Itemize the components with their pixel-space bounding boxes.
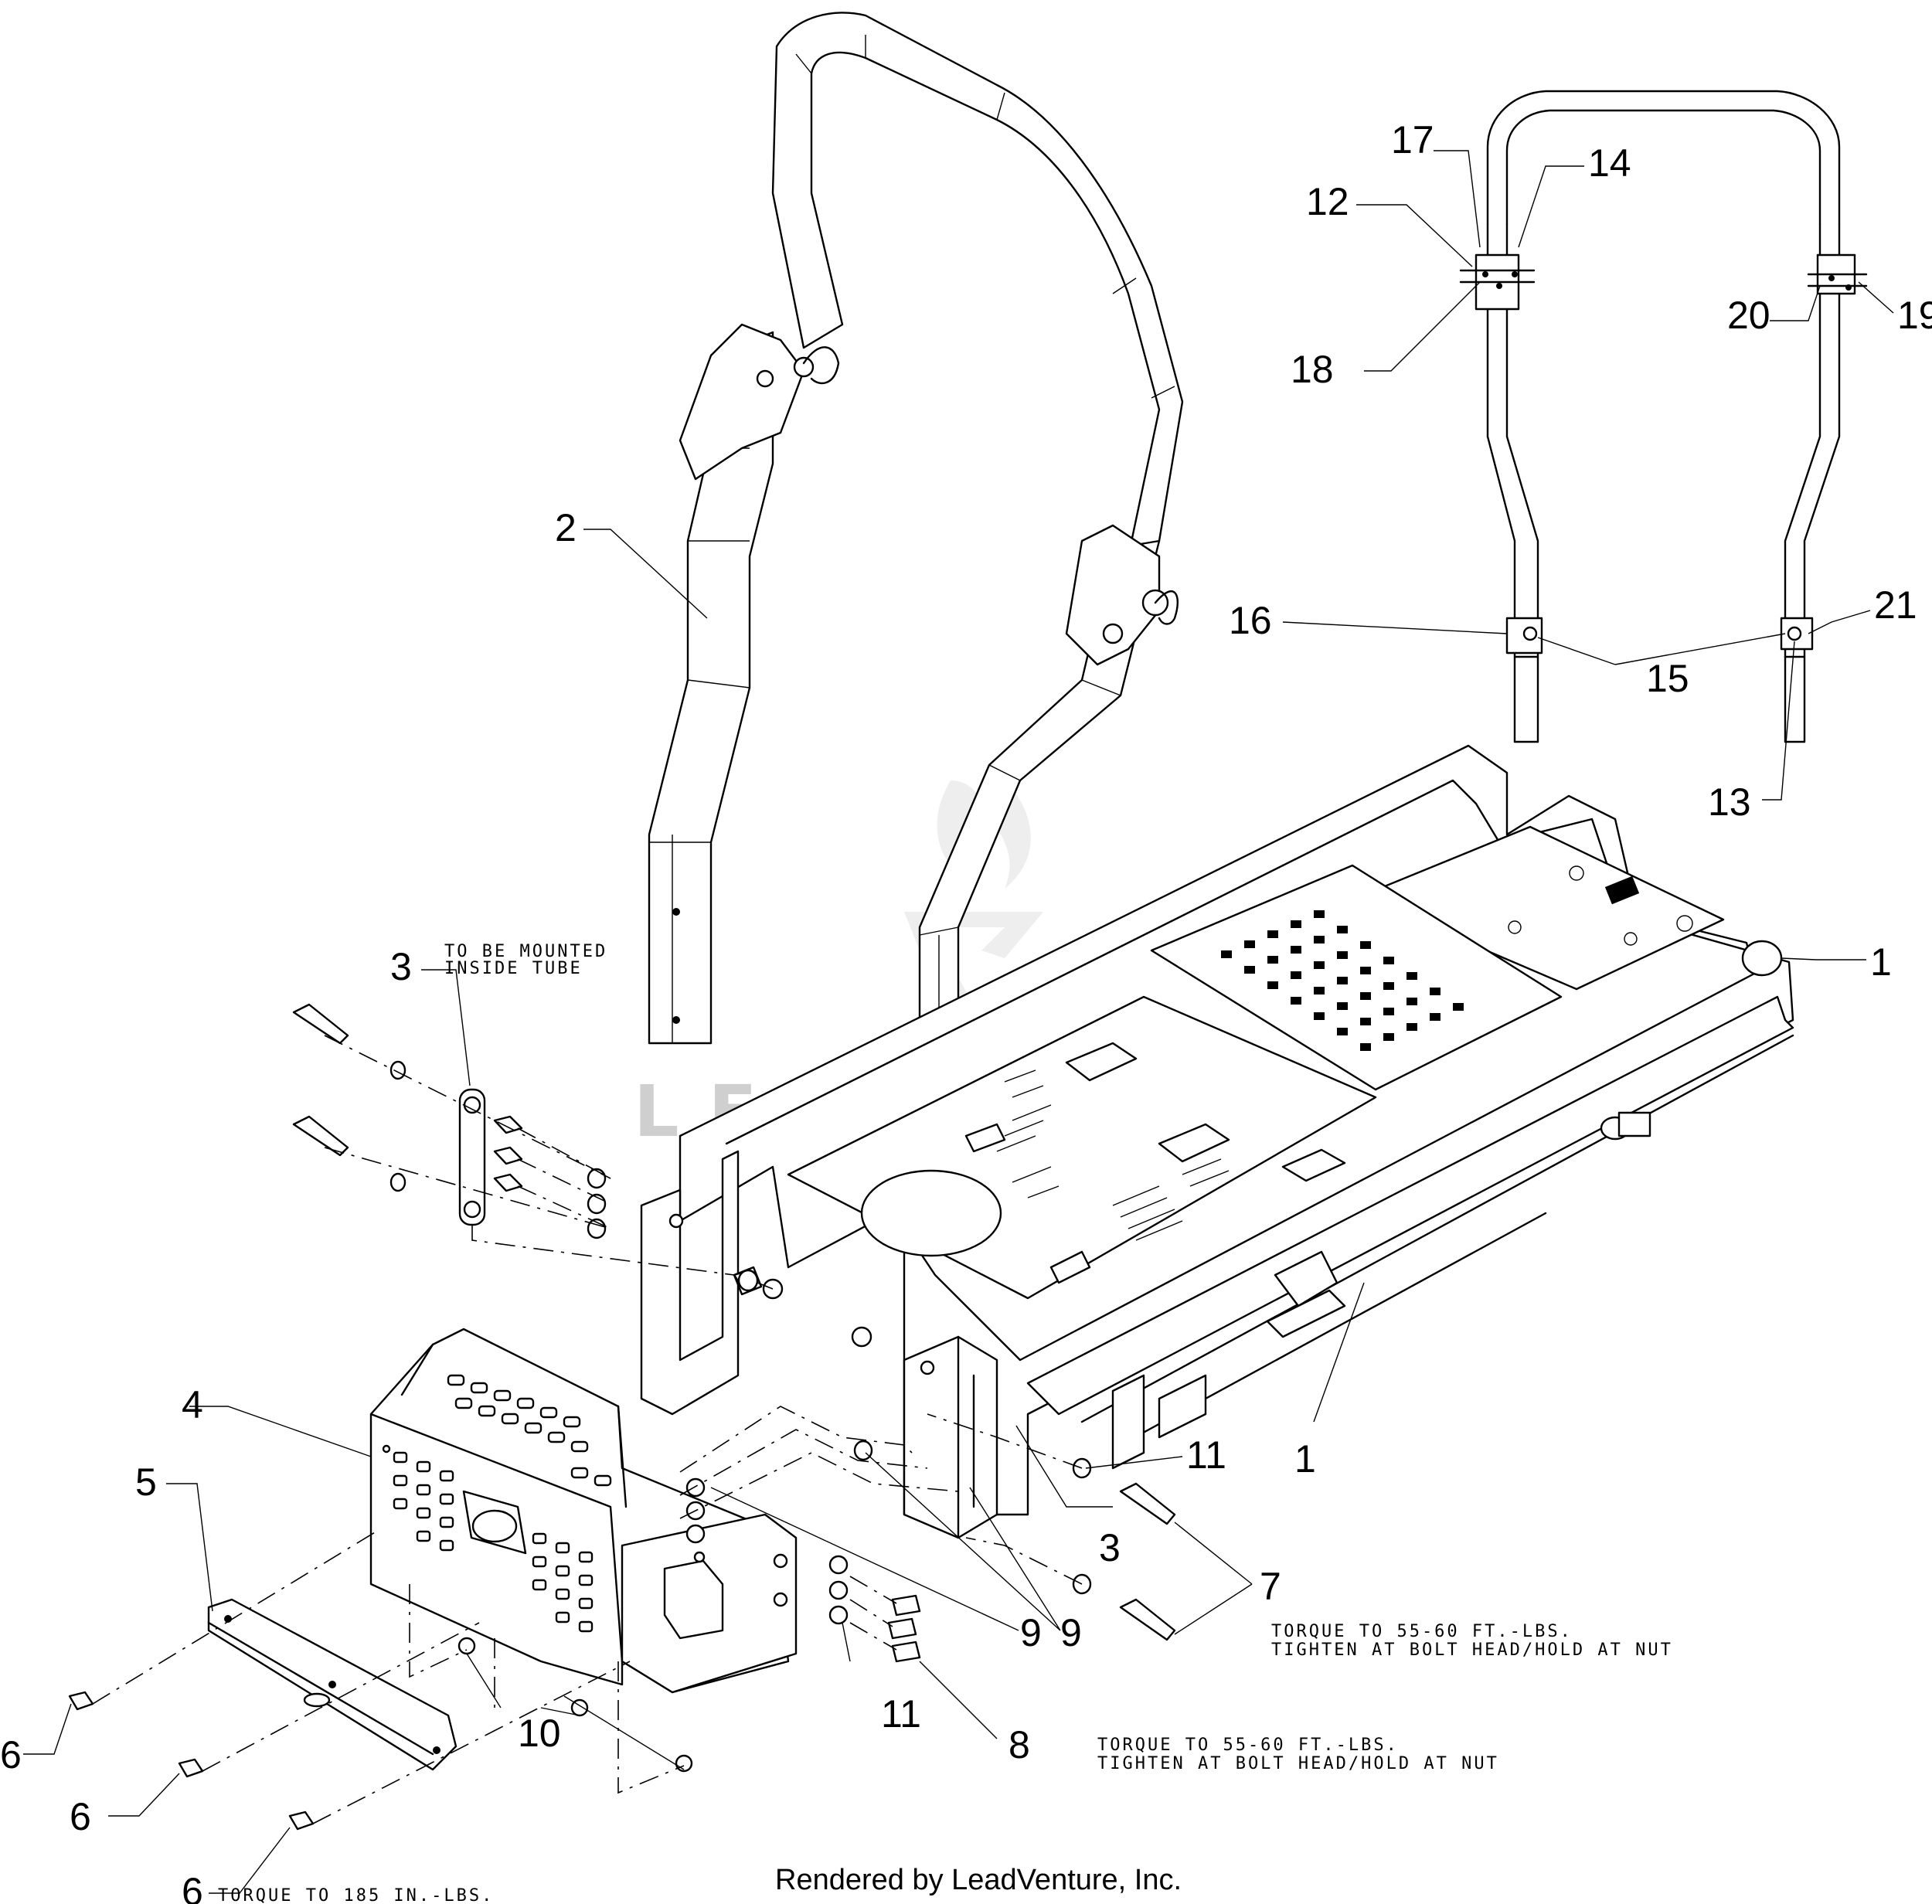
frame-side-rail — [1026, 995, 1794, 1416]
assembly-notes: TO BE MOUNTED INSIDE TUBE TORQUE TO 55-6… — [218, 942, 1673, 1904]
callout-6-a: 6 — [0, 1733, 22, 1776]
lower-panel-holes — [393, 1451, 594, 1633]
callout-6-c: 6 — [182, 1870, 203, 1904]
callout-11-bottom: 11 — [881, 1692, 921, 1736]
callout-10: 10 — [518, 1712, 561, 1755]
assembly-lines — [92, 1035, 1083, 1824]
note-torque-2-line-2: TIGHTEN AT BOLT HEAD/HOLD AT NUT — [1097, 1754, 1499, 1773]
callout-19: 19 — [1897, 294, 1932, 337]
footrest-grate — [1150, 864, 1563, 1091]
callout-3-top: 3 — [390, 945, 412, 988]
inset-rollbar-detail — [1459, 90, 1868, 743]
callout-2: 2 — [555, 506, 577, 549]
note-torque-1-line-2: TIGHTEN AT BOLT HEAD/HOLD AT NUT — [1271, 1640, 1673, 1660]
callout-21: 21 — [1874, 583, 1917, 627]
callout-6-b: 6 — [70, 1795, 91, 1838]
callout-4: 4 — [182, 1383, 203, 1426]
floor-circle-cutout — [860, 1169, 1002, 1257]
callout-14: 14 — [1588, 141, 1631, 185]
callout-20: 20 — [1727, 294, 1770, 337]
left-hinge-bracket — [679, 323, 805, 481]
right-hinge-bracket — [1065, 524, 1161, 666]
front-panel-assembly — [207, 1328, 798, 1771]
callout-11-top: 11 — [1186, 1433, 1226, 1477]
leader-lines — [23, 150, 1894, 1894]
seat-plate — [1359, 825, 1725, 991]
callout-5: 5 — [135, 1460, 157, 1504]
callout-9-a: 9 — [1020, 1611, 1042, 1654]
callout-16: 16 — [1229, 599, 1272, 642]
note-torque-3: TORQUE TO 185 IN.-LBS. — [218, 1886, 494, 1904]
callout-7: 7 — [1260, 1565, 1281, 1608]
callout-9-b: 9 — [1060, 1611, 1082, 1654]
callout-15: 15 — [1646, 657, 1689, 700]
callout-1-top: 1 — [1870, 940, 1892, 984]
callout-numbers: 1 1 2 3 3 4 5 6 6 6 7 8 9 9 10 11 11 12 … — [0, 118, 1932, 1904]
callout-1-bottom: 1 — [1294, 1437, 1316, 1481]
callout-13: 13 — [1708, 780, 1751, 824]
note-torque-2-line-1: TORQUE TO 55-60 FT.-LBS. — [1097, 1736, 1399, 1755]
callout-3-bottom: 3 — [1099, 1526, 1121, 1569]
mower-frame — [640, 744, 1794, 1539]
inset-roll-bar-hoop — [1486, 90, 1841, 226]
note-mount-line-2: INSIDE TUBE — [444, 959, 583, 978]
callout-12: 12 — [1306, 180, 1349, 223]
footer-credit: Rendered by LeadVenture, Inc. — [775, 1864, 1182, 1896]
upper-panel-holes — [447, 1374, 612, 1487]
note-mount-line-1: TO BE MOUNTED — [444, 942, 607, 961]
callout-8: 8 — [1009, 1723, 1030, 1766]
roll-bar-upper-hoop — [771, 12, 1184, 558]
callout-18: 18 — [1291, 348, 1334, 391]
grate-holes — [1221, 910, 1464, 1051]
roll-bar-assembly — [648, 12, 1184, 1211]
callout-17: 17 — [1391, 118, 1434, 162]
note-torque-1-line-1: TORQUE TO 55-60 FT.-LBS. — [1271, 1622, 1573, 1641]
frame-front-left-post — [640, 1150, 740, 1416]
